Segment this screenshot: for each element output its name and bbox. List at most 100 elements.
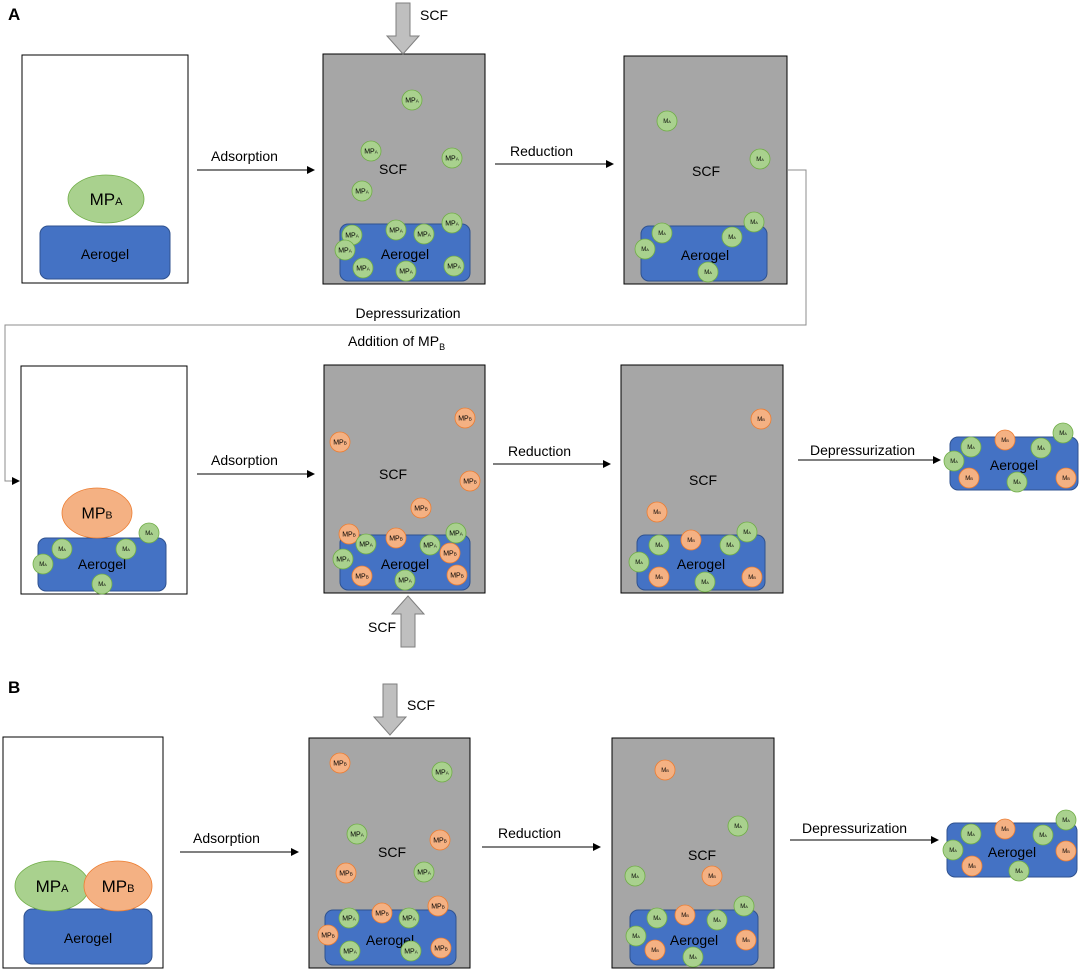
mpa-particle-label: MPA bbox=[90, 190, 124, 209]
mpa-particle: MPA bbox=[355, 533, 377, 555]
mpa-particle-label: MPA bbox=[399, 268, 414, 275]
mpa-particle-label: MPA bbox=[350, 831, 365, 838]
mpb-particle-label: MPB bbox=[443, 550, 457, 557]
mpa-particle-label: MPA bbox=[417, 231, 432, 238]
mb-particle: MB bbox=[701, 865, 723, 887]
ma-particle-label: MA bbox=[632, 934, 640, 940]
depressurization-label: Depressurization bbox=[355, 305, 460, 321]
mpb-particle: MPB bbox=[335, 862, 357, 884]
ma-particle-label: MA bbox=[756, 157, 764, 163]
ma-particle-label: MA bbox=[949, 848, 957, 854]
aerogel-label: Aerogel bbox=[64, 930, 112, 946]
precursor-mpa: MPA bbox=[67, 174, 145, 224]
aerogel-label: Aerogel bbox=[677, 556, 725, 572]
ma-particle-label: MA bbox=[701, 580, 709, 586]
scf-inlet-label: SCF bbox=[368, 619, 396, 635]
mb-particle: MB bbox=[961, 855, 983, 877]
ma-particle: MA bbox=[1055, 809, 1077, 831]
ma-particle-label: MA bbox=[1059, 431, 1067, 437]
mpa-particle: MPA bbox=[395, 260, 417, 282]
panel-b-letter: B bbox=[8, 678, 20, 697]
ma-particle: MA bbox=[1006, 471, 1028, 493]
mpb-particle: MPB bbox=[430, 937, 452, 959]
stage-a5-chamber: Aerogel SCF MPBMPBMPBMPBMPBMPAMPBMPAMPAM… bbox=[323, 364, 486, 594]
mpa-particle: MPA bbox=[14, 860, 90, 912]
ma-particle-label: MA bbox=[98, 582, 106, 588]
aerogel-label: Aerogel bbox=[81, 246, 129, 262]
mpb-particle-label: MPB bbox=[82, 506, 113, 523]
scf-label: SCF bbox=[379, 161, 407, 177]
mb-particle: MB bbox=[741, 566, 763, 588]
aerogel-label: Aerogel bbox=[381, 246, 429, 262]
ma-particle-label: MA bbox=[950, 459, 958, 465]
aerogel-block bbox=[39, 225, 171, 280]
scf-inlet-label: SCF bbox=[407, 697, 435, 713]
mpb-particle-label: MPB bbox=[342, 531, 356, 538]
mpa-particle-label: MPA bbox=[445, 220, 460, 227]
mpb-particle-label: MPB bbox=[389, 535, 403, 542]
ma-particle: MA bbox=[960, 823, 982, 845]
mpa-particle: MPA bbox=[346, 823, 368, 845]
depressurization-label: Depressurization bbox=[802, 820, 907, 836]
mpa-particle-label: MPA bbox=[435, 769, 450, 776]
mpb-particle-label: MPB bbox=[339, 870, 353, 877]
mpb-particle: MPB bbox=[454, 407, 476, 429]
mpa-particle-label: MPA bbox=[449, 530, 464, 537]
ma-particle-label: MA bbox=[658, 231, 666, 237]
ma-particle-label: MA bbox=[967, 832, 975, 838]
ma-particle-label: MA bbox=[145, 531, 153, 537]
mpa-particle-label: MPA bbox=[445, 155, 460, 162]
adsorption-label: Adsorption bbox=[211, 148, 278, 164]
mpb-particle: MPB bbox=[459, 470, 481, 492]
aerogel-label: Aerogel bbox=[381, 556, 429, 572]
mpa-particle: MPA bbox=[441, 212, 463, 234]
aerogel-label: Aerogel bbox=[670, 932, 718, 948]
ma-particle: MA bbox=[1030, 437, 1052, 459]
mpb-particle-label: MPB bbox=[458, 415, 472, 422]
mpa-particle-label: MPA bbox=[342, 915, 357, 922]
mb-particle-label: MB bbox=[661, 768, 669, 774]
aerogel-label: Aerogel bbox=[681, 247, 729, 263]
mpb-particle-label: MPB bbox=[414, 505, 428, 512]
ma-particle: MA bbox=[1032, 824, 1054, 846]
mb-particle: MB bbox=[646, 501, 668, 523]
addition-label-sub: B bbox=[439, 342, 445, 352]
mb-particle: MB bbox=[680, 529, 702, 551]
mpa-particle: MPA bbox=[398, 907, 420, 929]
ma-particle-label: MA bbox=[734, 824, 742, 830]
ma-particle: MA bbox=[682, 946, 704, 968]
mpb-particle-label: MPB bbox=[321, 932, 335, 939]
mpa-particle-label: MPA bbox=[356, 265, 371, 272]
ma-particle: MA bbox=[624, 865, 646, 887]
ma-particle-label: MA bbox=[663, 119, 671, 125]
mpa-particle: MPA bbox=[443, 255, 465, 277]
panel-a-letter: A bbox=[8, 5, 20, 24]
mpb-particle: MPB bbox=[83, 860, 153, 912]
ma-particle-label: MA bbox=[704, 270, 712, 276]
adsorption-label: Adsorption bbox=[193, 830, 260, 846]
mpa-particle-label: MPA bbox=[398, 577, 413, 584]
ma-particle: MA bbox=[138, 522, 160, 544]
ma-particle-label: MA bbox=[740, 904, 748, 910]
mb-particle-label: MB bbox=[1001, 438, 1009, 444]
ma-particle-label: MA bbox=[728, 235, 736, 241]
mpb-particle: MPB bbox=[351, 565, 373, 587]
mb-particle: MB bbox=[958, 467, 980, 489]
ma-particle: MA bbox=[91, 573, 113, 595]
mpb-particle: MPB bbox=[439, 542, 461, 564]
ma-particle-label: MA bbox=[713, 918, 721, 924]
mpa-particle: MPA bbox=[334, 239, 356, 261]
mb-particle-label: MB bbox=[757, 417, 765, 423]
particles-a5: MPBMPBMPBMPBMPBMPAMPBMPAMPAMPBMPAMPBMPAM… bbox=[329, 407, 481, 591]
mpa-particle-label: MPA bbox=[355, 188, 370, 195]
ma-particle: MA bbox=[32, 553, 54, 575]
